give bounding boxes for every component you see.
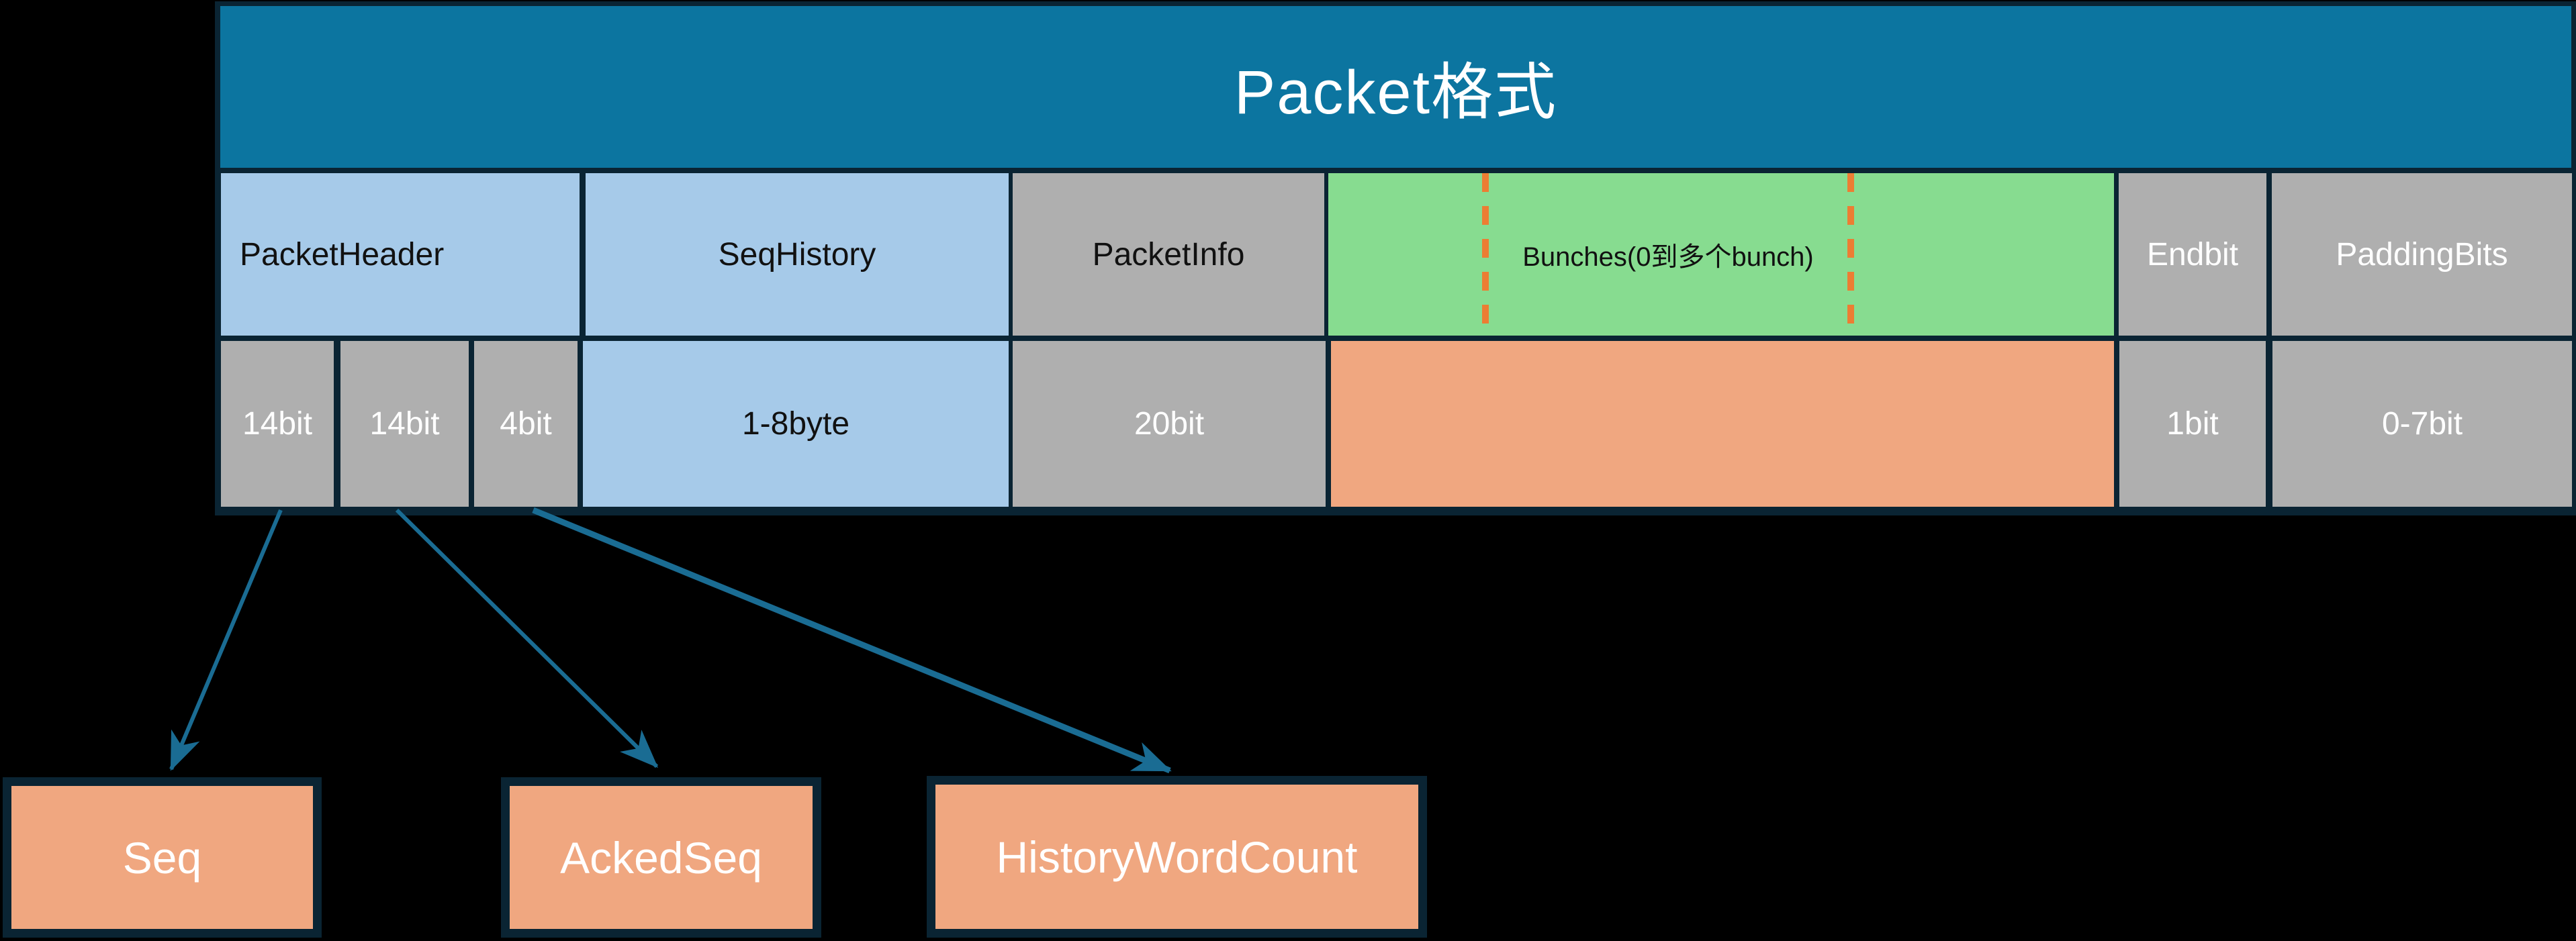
page-title: Packet格式 bbox=[220, 6, 2571, 168]
bunch-divider-dash-1 bbox=[1482, 173, 1489, 336]
size-history-word-count-bits: 4bit bbox=[474, 341, 578, 507]
field-padding-bits: PaddingBits bbox=[2272, 173, 2572, 336]
arrow-to-seq bbox=[169, 509, 283, 771]
bunches-label: Bunches(0到多个bunch) bbox=[1522, 242, 1814, 272]
size-bunches-placeholder bbox=[1331, 341, 2114, 507]
detail-box-seq: Seq bbox=[3, 777, 322, 938]
size-acked-seq-bits: 14bit bbox=[340, 341, 469, 507]
size-seq-history: 1-8byte bbox=[583, 341, 1009, 507]
field-packet-header: PacketHeader bbox=[221, 173, 580, 336]
field-endbit: Endbit bbox=[2119, 173, 2266, 336]
field-packet-info: PacketInfo bbox=[1013, 173, 1324, 336]
arrow-to-history-word-count bbox=[532, 507, 1172, 774]
size-padding-bits: 0-7bit bbox=[2272, 341, 2572, 507]
size-packet-info: 20bit bbox=[1013, 341, 1326, 507]
arrow-to-acked-seq bbox=[395, 508, 659, 769]
bunch-divider-dash-2 bbox=[1847, 173, 1854, 336]
field-seq-history: SeqHistory bbox=[586, 173, 1009, 336]
field-bunches: Bunches(0到多个bunch) bbox=[1328, 173, 2114, 336]
detail-box-acked-seq: AckedSeq bbox=[501, 777, 821, 938]
size-seq-bits: 14bit bbox=[221, 341, 334, 507]
packet-table-frame: Packet格式 PacketHeader SeqHistory PacketI… bbox=[215, 1, 2576, 515]
size-endbit: 1bit bbox=[2119, 341, 2266, 507]
detail-box-history-word-count: HistoryWordCount bbox=[927, 776, 1427, 938]
